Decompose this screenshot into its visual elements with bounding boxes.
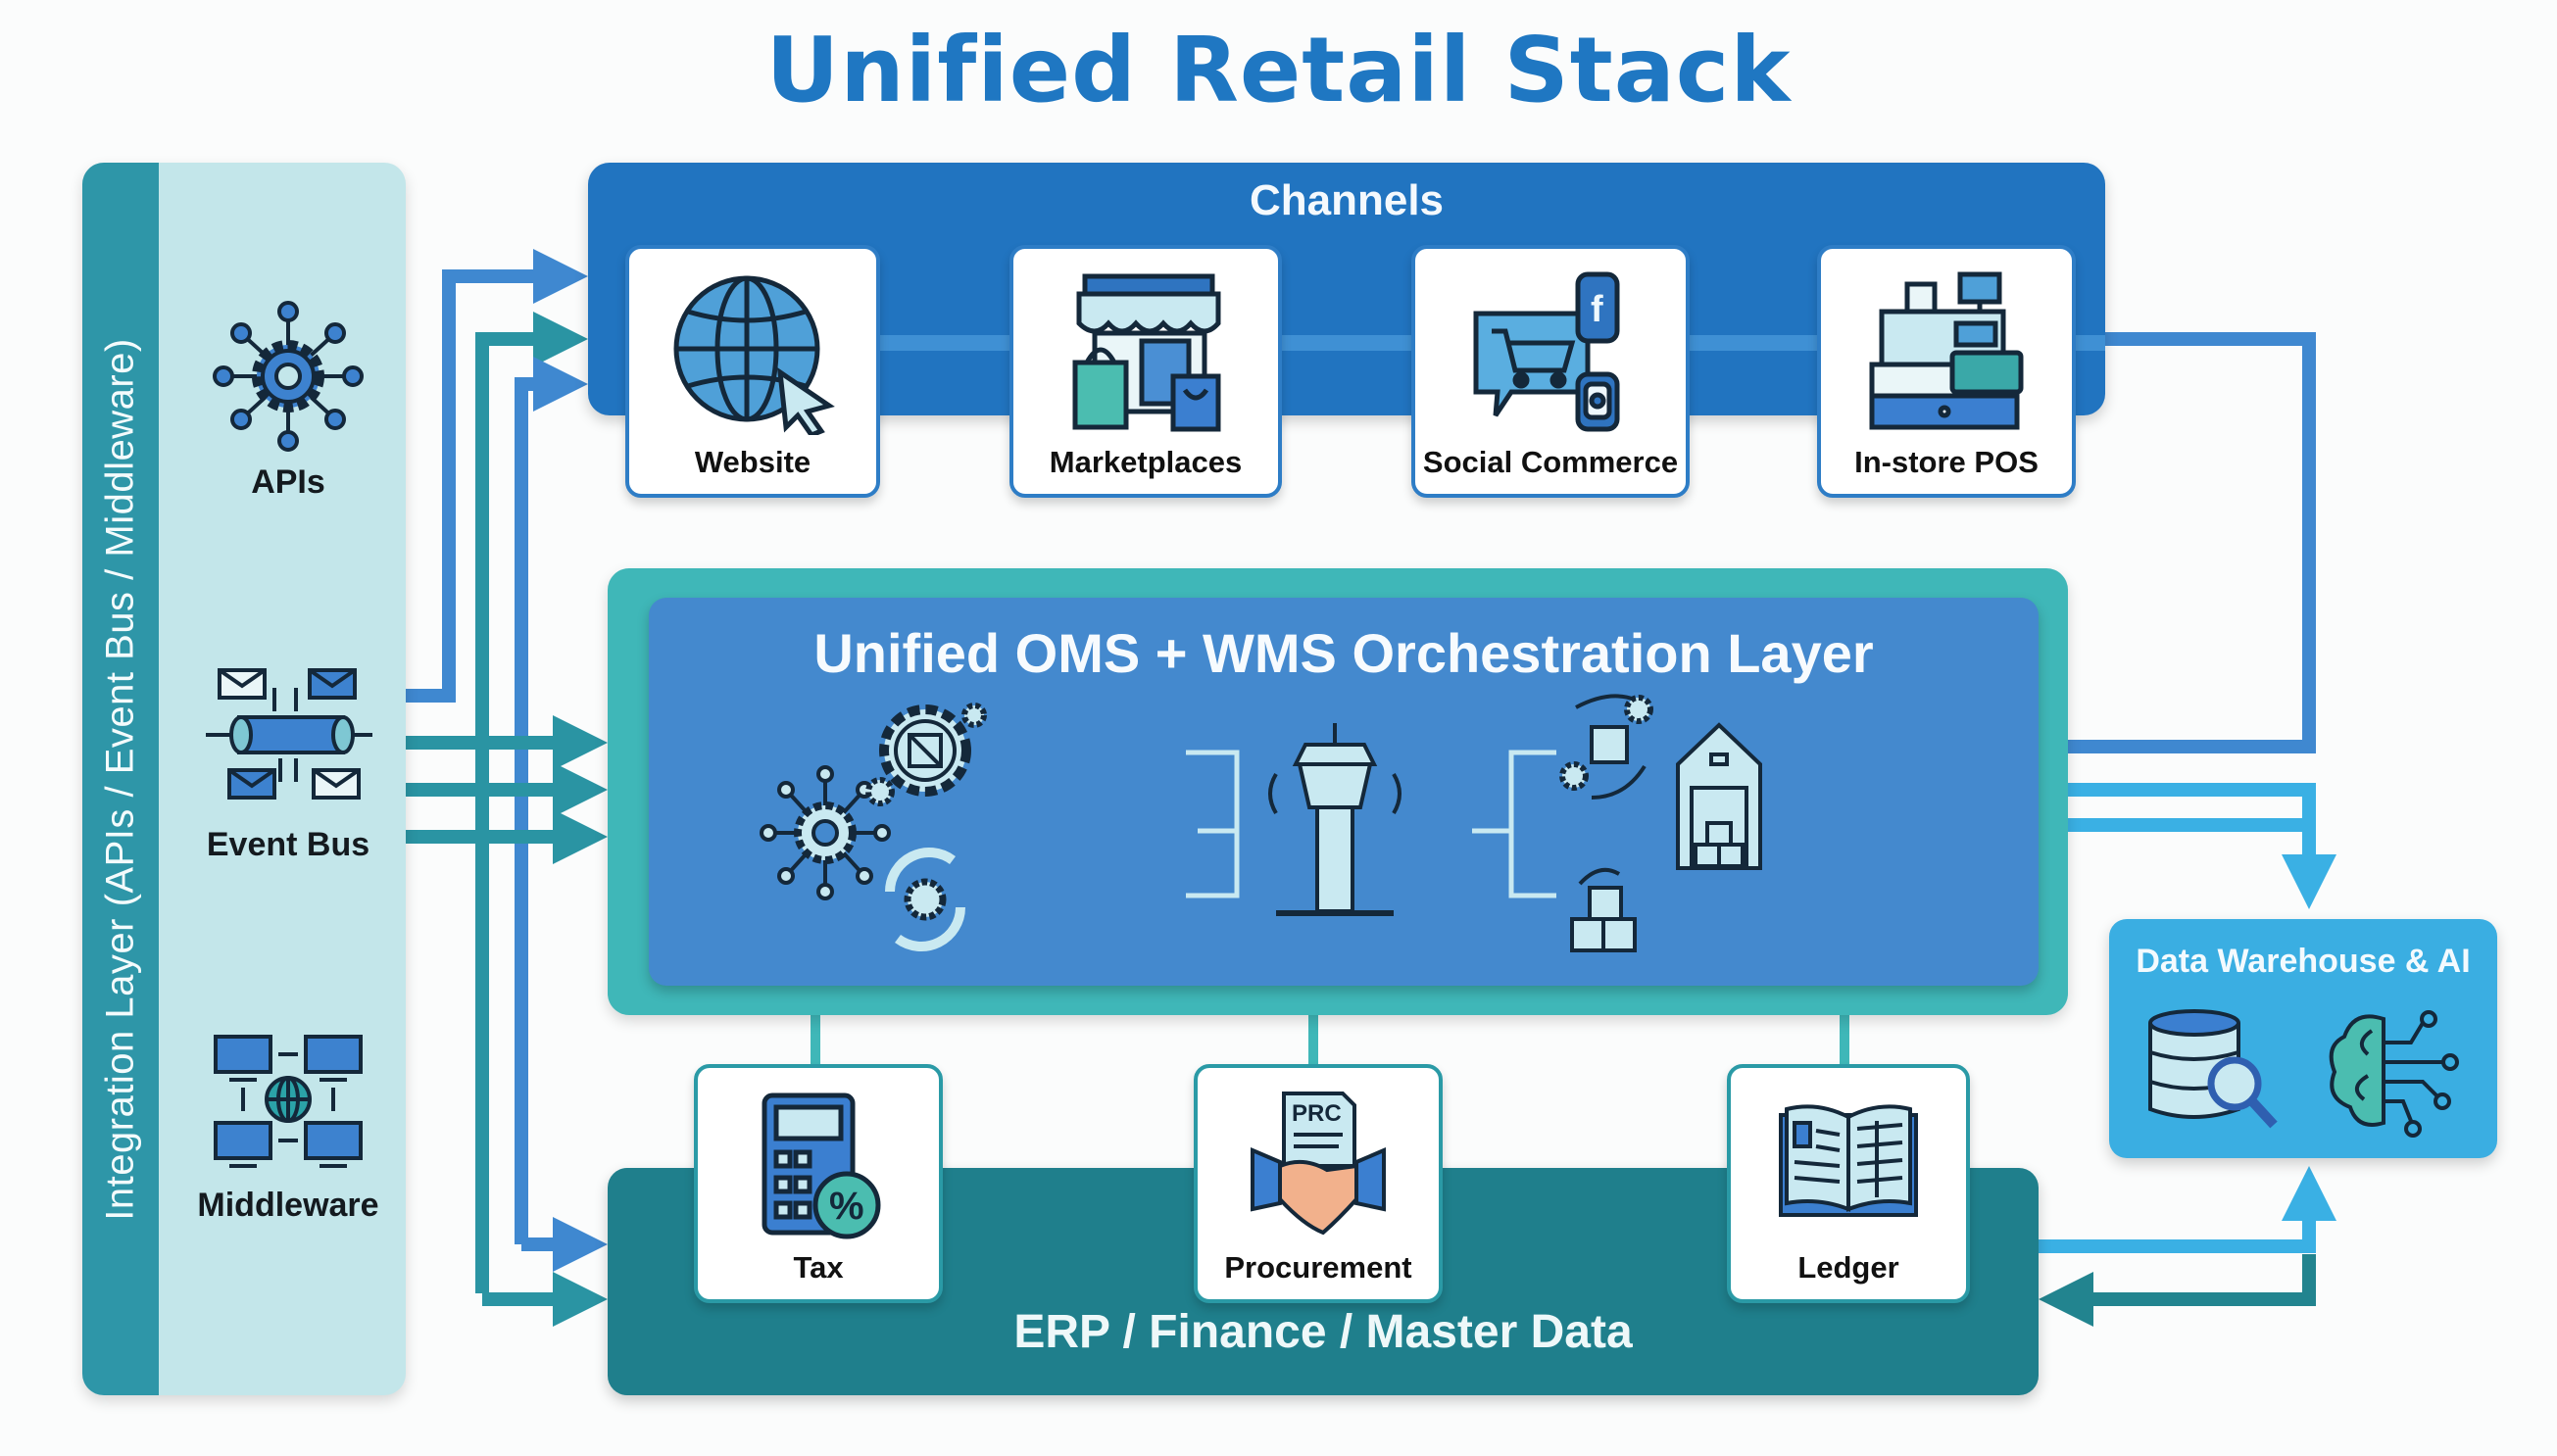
erp-card-tax[interactable]: % Tax [694,1064,943,1303]
integration-item-label: APIs [251,463,325,501]
social-cart-icon: f [1473,271,1620,432]
globe-cursor-icon [673,275,835,435]
channel-label: Website [694,445,811,479]
integration-layer-panel: Integration Layer (APIs / Event Bus / Mi… [82,163,406,1395]
integration-item-label: Event Bus [206,826,370,863]
arrow-integration-to-channels-2 [475,312,588,1293]
warehouse-icon [1676,722,1762,870]
channel-card-social-commerce[interactable]: f Social Commerce [1411,245,1690,498]
erp-label: Tax [793,1250,844,1285]
erp-title: ERP / Finance / Master Data [1013,1306,1633,1358]
channel-label: Marketplaces [1049,445,1243,479]
data-warehouse-panel[interactable]: Data Warehouse & AI [2109,919,2497,1158]
channel-label: In-store POS [1854,445,2039,479]
cash-register-icon [1869,271,2024,430]
hub-gear-icon [760,765,891,900]
erp-card-procurement[interactable]: PRC Procurement [1194,1064,1443,1303]
integration-item-label: Middleware [197,1187,379,1224]
procurement-doc-text: PRC [1292,1100,1342,1127]
diagram-title: Unified Retail Stack [765,18,1792,122]
erp-label: Ledger [1797,1250,1899,1285]
svg-text:%: % [829,1185,864,1228]
ai-brain-icon [2329,1010,2459,1138]
control-tower-icon [1268,723,1401,916]
database-search-icon [2148,1009,2278,1129]
arrow-oms-to-data-warehouse [2068,783,2336,909]
middleware-network-icon [214,1035,363,1168]
storefront-bags-icon [1072,273,1221,432]
channel-card-marketplaces[interactable]: Marketplaces [1009,245,1282,498]
gear-box-icon [865,703,987,806]
arrow-integration-to-channels-1 [406,249,588,703]
integration-layer-label: Integration Layer (APIs / Event Bus / Mi… [98,337,142,1221]
channel-card-in-store-pos[interactable]: In-store POS [1817,245,2076,498]
api-hub-icon [213,301,364,452]
box-cycle-icon [1559,694,1653,800]
integration-layer-band [82,163,159,1395]
svg-text:f: f [1591,289,1603,330]
integration-item-event-bus: Event Bus [180,660,396,864]
sync-gear-icon [885,848,965,951]
arrow-erp-to-data-warehouse [2039,1166,2336,1253]
channel-card-website[interactable]: Website [625,245,880,498]
orchestration-panel: Unified OMS + WMS Orchestration Layer [649,598,2039,986]
data-warehouse-title: Data Warehouse & AI [2136,943,2471,980]
orchestration-title: Unified OMS + WMS Orchestration Layer [813,622,1874,684]
handshake-document-icon: PRC [1251,1092,1386,1236]
arrow-integration-to-channels-3 [515,357,588,1244]
erp-card-ledger[interactable]: Ledger [1727,1064,1970,1303]
ledger-book-icon [1779,1104,1918,1217]
erp-label: Procurement [1224,1250,1412,1285]
integration-item-apis: APIs [180,298,396,502]
channels-connector-bar [627,335,2105,351]
event-bus-icon [206,668,372,800]
arrow-data-warehouse-to-erp [2039,1254,2316,1327]
line-channels-to-oms [2068,332,2316,753]
integration-item-middleware: Middleware [180,1021,396,1225]
orchestration-flow-lines [1186,750,1556,898]
channel-label: Social Commerce [1422,445,1679,479]
stacked-boxes-icon [1570,867,1637,952]
channels-title: Channels [1249,176,1445,224]
calculator-percent-icon: % [762,1092,881,1239]
